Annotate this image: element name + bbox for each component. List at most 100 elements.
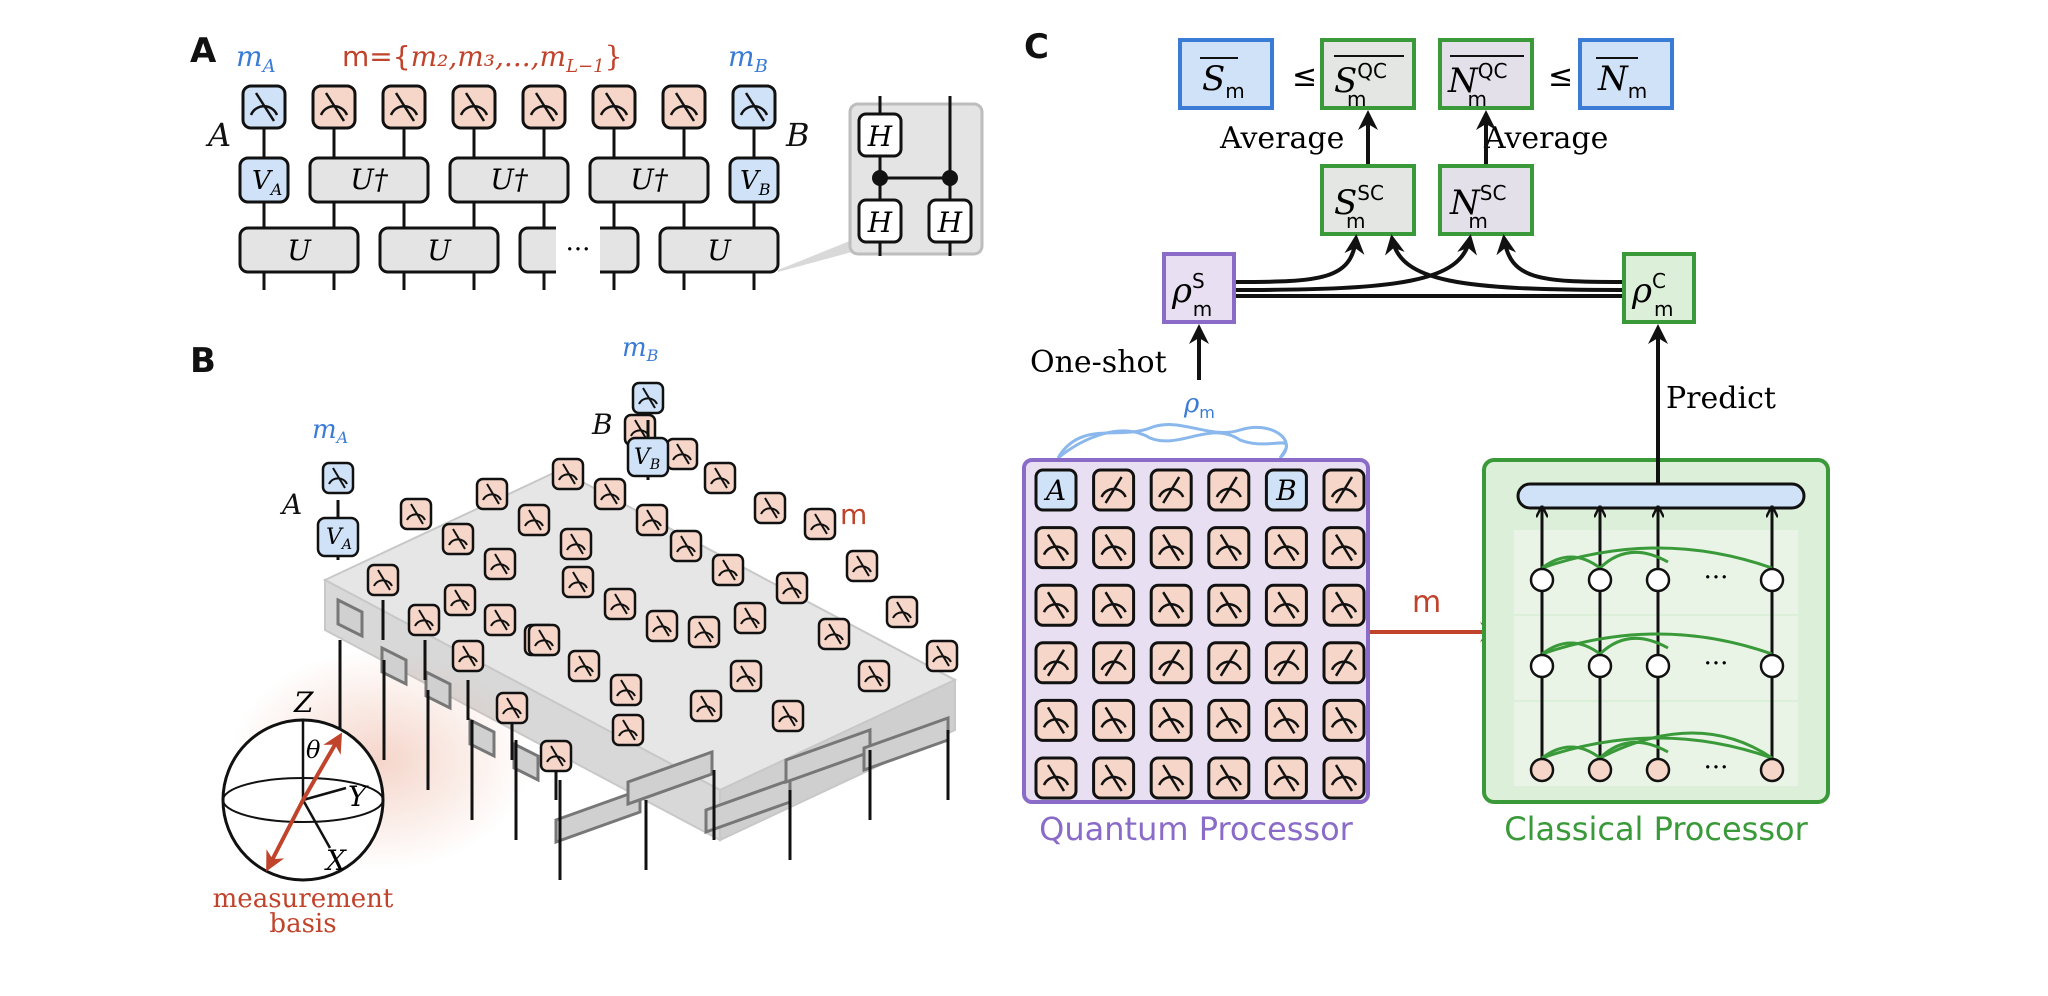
label-b: B: [785, 116, 810, 154]
qp-meter-needle: [1334, 533, 1354, 562]
output-layer: [1516, 482, 1806, 510]
qp-meter-needle: [1104, 764, 1123, 792]
panel-label-c: C: [1024, 27, 1049, 67]
gate-u-1: [238, 226, 360, 274]
qp-label-a: A: [1043, 474, 1066, 507]
h-gate-3-label: H: [937, 206, 963, 239]
meter-row-a: [241, 84, 777, 130]
qp-meter-needle: [1046, 649, 1066, 677]
qp-qubit: [1264, 468, 1308, 512]
h-gate-3: [927, 198, 973, 244]
leq-1: ≤: [1292, 59, 1317, 94]
one-shot-label: One-shot: [1030, 345, 1167, 380]
cp-node: [1529, 567, 1555, 593]
gate-u-1-label: U: [287, 234, 312, 267]
qp-meter-needle: [1219, 764, 1238, 792]
cp-node: [1529, 757, 1555, 783]
qp-meter-needle: [1277, 706, 1296, 735]
label-m-a: mA: [236, 40, 276, 77]
lattice-3d: VA mA A VB mB B m: [230, 333, 959, 880]
b-m-a: mA: [312, 415, 348, 447]
qp-box: [1022, 458, 1370, 804]
qp-qubit: [1034, 468, 1078, 512]
cp-node: [1645, 567, 1671, 593]
qp-meter-needle: [1162, 476, 1181, 504]
gate-u-dagger-2: [448, 156, 570, 204]
average-right: Average: [1483, 121, 1608, 156]
gate-u-dagger-2-label: U†: [490, 163, 529, 196]
cp-node: [1645, 653, 1671, 679]
gate-u-dagger-1: [308, 156, 430, 204]
qp-meter-needle: [1277, 764, 1296, 792]
qp-meter-needle: [1104, 476, 1123, 504]
gate-u-dagger-1-label: U†: [350, 163, 389, 196]
h-gate-2: [857, 198, 903, 244]
qp-label-b: B: [1275, 474, 1297, 507]
gate-u-2: [378, 226, 500, 274]
label-m-set: m={m₂,m₃,...,mL−1}: [342, 40, 622, 77]
predict-label: Predict: [1666, 381, 1776, 416]
neural-network: ·········: [1529, 508, 1785, 783]
qp-meter-needle: [1277, 533, 1296, 562]
b-v-b-label: VB: [634, 445, 660, 473]
b-label-b: B: [591, 408, 613, 441]
leq-2: ≤: [1548, 59, 1573, 94]
b-v-a-label: VA: [326, 525, 352, 553]
b-b-stack: VB mB B: [591, 333, 670, 480]
entanglement-wave-2: [1057, 429, 1288, 460]
qp-meter-needle: [1334, 764, 1354, 792]
box-rho-s: [1162, 252, 1236, 324]
cp-node: [1587, 757, 1613, 783]
box-n-sc: [1438, 164, 1534, 236]
box-s-bar-label: Sm: [1202, 59, 1245, 103]
qp-meter-needle: [1104, 649, 1123, 677]
cp-arc: [1598, 636, 1669, 656]
qp-meter-needle: [1162, 533, 1181, 562]
cp-arc: [1541, 745, 1601, 760]
cp-node: [1587, 653, 1613, 679]
quantum-processor-label: Quantum Processor: [1039, 810, 1354, 848]
h-gate-2-label: H: [867, 206, 893, 239]
qp-meter-needle: [1046, 764, 1066, 792]
box-rho-c: [1622, 252, 1696, 324]
gate-ellipsis-label: ···: [566, 235, 591, 265]
circuit-a: VA U† U† U† VB U U ··· U: [238, 84, 780, 290]
zoom-inset: H H H: [778, 96, 984, 272]
gate-u-dagger-3-label: U†: [630, 163, 669, 196]
basis-line2: basis: [269, 909, 336, 939]
qp-meter-needle: [1219, 649, 1238, 677]
rho-connections: [1235, 234, 1623, 298]
cp-arc: [1541, 632, 1773, 656]
qp-meter-needle: [1046, 533, 1066, 562]
box-n-bar: [1578, 38, 1674, 110]
qp-meter-needle: [1334, 591, 1354, 619]
qp-meter-needle: [1104, 706, 1123, 735]
qp-meter-needle: [1046, 591, 1066, 619]
axis-x: X: [324, 844, 347, 877]
cp-ellipsis: ···: [1704, 563, 1729, 593]
qp-meter-needle: [1277, 649, 1296, 677]
average-left: Average: [1219, 121, 1344, 156]
panel-a-labels: mA m={m₂,m₃,...,mL−1} mB A B: [205, 40, 810, 154]
qp-meter-needle: [1162, 706, 1181, 735]
qp-meter-needle: [1046, 706, 1066, 735]
cp-node: [1759, 757, 1785, 783]
qp-meter-needle: [1334, 476, 1354, 504]
box-n-bar-label: Nm: [1597, 59, 1647, 103]
cp-node: [1529, 653, 1555, 679]
cp-node: [1587, 567, 1613, 593]
cp-arc: [1541, 546, 1773, 570]
qp-meter-needle: [1219, 476, 1238, 504]
qp-meter-needle: [1162, 649, 1181, 677]
classical-processor: ········· Classical Processor: [1482, 458, 1830, 848]
box-n-qc: [1438, 38, 1534, 110]
